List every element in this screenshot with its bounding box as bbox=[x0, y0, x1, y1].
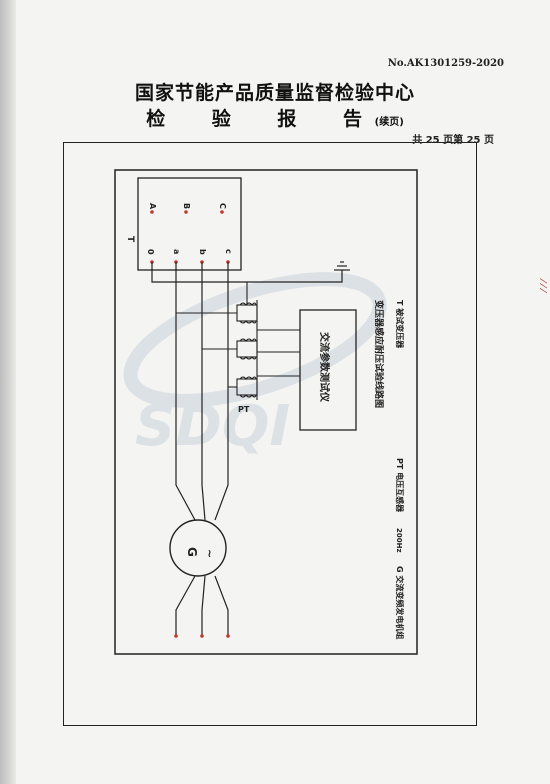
sdqi-watermark: SDQI bbox=[123, 272, 387, 459]
page-count: 共 25 页第 25 页 bbox=[412, 135, 494, 146]
diagram-frame bbox=[63, 142, 477, 726]
terminal-B-label: B bbox=[182, 203, 191, 209]
output-b-dot bbox=[200, 634, 204, 638]
generator-label: G bbox=[185, 547, 199, 557]
ac-parameter-tester: 交流参数测试仪 bbox=[299, 309, 357, 431]
terminal-a-upper-dot bbox=[150, 210, 154, 214]
diagram-caption: 变压器感应耐压试验线路图 bbox=[373, 300, 385, 408]
watermark-text: SDQI bbox=[135, 394, 290, 459]
instrument-label: 交流参数测试仪 bbox=[318, 332, 331, 403]
report-title-text: 检 验 报 告 bbox=[146, 108, 383, 130]
page-shadow bbox=[0, 0, 16, 784]
report-title: 检 验 报 告 (续页) bbox=[0, 104, 550, 131]
inner-frame bbox=[114, 169, 418, 655]
terminal-b-upper-dot bbox=[184, 210, 188, 214]
center-name: 国家节能产品质量监督检验中心 bbox=[134, 82, 415, 104]
legend-t: T 被试变压器 bbox=[395, 300, 405, 349]
transformer-label: T bbox=[125, 236, 135, 243]
pt-label: PT bbox=[238, 405, 250, 414]
terminal-0-label: 0 bbox=[146, 249, 155, 255]
report-number: No.AK1301259-2020 bbox=[387, 58, 504, 69]
legend-g: G 交流变频发电机组 bbox=[395, 566, 405, 639]
generator-outputs bbox=[175, 575, 229, 636]
legend-frequency: 200Hz bbox=[395, 528, 403, 553]
generator-symbol: ~ bbox=[203, 549, 216, 558]
terminal-A-label: A bbox=[148, 203, 157, 210]
transformer-box: T A B C 0 a b c bbox=[125, 177, 242, 271]
report-title-continued: (续页) bbox=[374, 117, 404, 128]
legend-pt: PT 电压互感器 bbox=[395, 458, 405, 513]
phase-lines bbox=[175, 262, 229, 521]
terminal-b-label: b bbox=[198, 249, 207, 255]
terminal-C-label: C bbox=[218, 203, 227, 209]
output-c-dot bbox=[226, 634, 230, 638]
pt-transformers bbox=[176, 282, 300, 400]
terminal-c-label: c bbox=[224, 249, 233, 254]
terminal-c-upper-dot bbox=[220, 210, 224, 214]
generator: G ~ bbox=[169, 519, 227, 577]
output-a-dot bbox=[174, 634, 178, 638]
edge-stamp-fragment: ⁄ ⁄ ⁄ bbox=[537, 280, 548, 292]
terminal-a-label: a bbox=[172, 249, 181, 254]
